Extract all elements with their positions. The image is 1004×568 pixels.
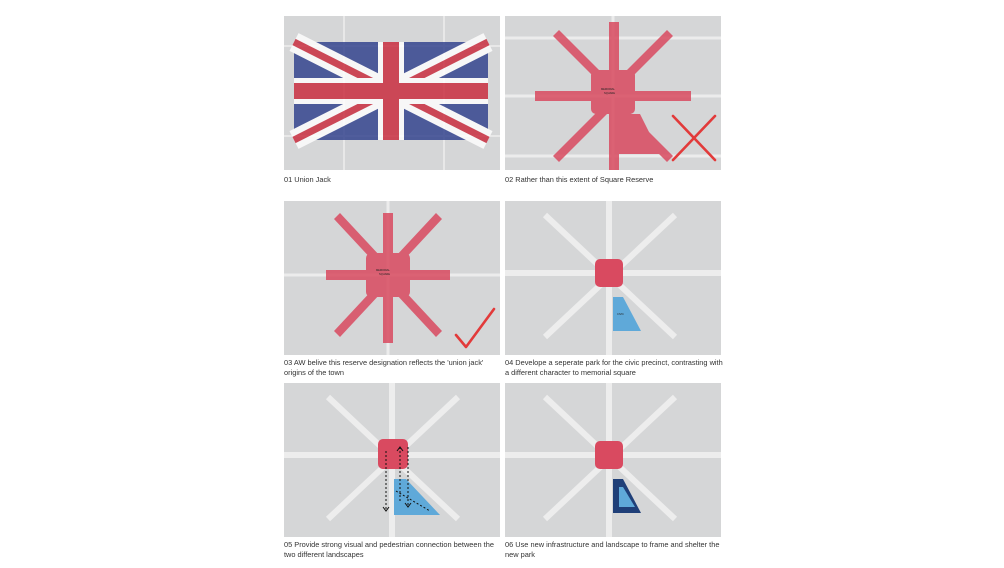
memorial-square-block bbox=[595, 259, 623, 287]
svg-text:SQUARE: SQUARE bbox=[379, 272, 390, 276]
panel-frame-shelter bbox=[505, 383, 721, 537]
union-jack-reserve-shape bbox=[326, 213, 450, 343]
union-jack-diagram bbox=[284, 16, 500, 170]
civic-park-block bbox=[613, 297, 641, 331]
frame-shelter-diagram bbox=[505, 383, 721, 537]
svg-text:SQUARE: SQUARE bbox=[604, 91, 615, 95]
separate-park-diagram: CIVIC bbox=[505, 201, 721, 355]
tick-mark bbox=[454, 307, 496, 349]
memorial-square-block bbox=[378, 439, 408, 469]
caption-06: 06 Use new infrastructure and landscape … bbox=[505, 540, 720, 559]
square-reserve-diagram: MEMORIAL SQUARE bbox=[505, 16, 721, 170]
reserve-shape bbox=[535, 22, 691, 170]
panel-connection bbox=[284, 383, 500, 537]
panel-separate-park: CIVIC bbox=[505, 201, 721, 355]
caption-03: 03 AW belive this reserve designation re… bbox=[284, 358, 484, 377]
panel-union-jack bbox=[284, 16, 500, 170]
caption-01: 01 Union Jack bbox=[284, 175, 331, 184]
cross-mark bbox=[671, 114, 717, 162]
caption-04: 04 Develope a seperate park for the civi… bbox=[505, 358, 723, 377]
civic-park-block bbox=[394, 479, 440, 515]
svg-text:CIVIC: CIVIC bbox=[617, 312, 624, 316]
union-jack-reserve-diagram: MEMORIAL SQUARE bbox=[284, 201, 500, 355]
caption-02: 02 Rather than this extent of Square Res… bbox=[505, 175, 654, 184]
panel-union-jack-reserve: MEMORIAL SQUARE bbox=[284, 201, 500, 355]
svg-text:MEMORIAL: MEMORIAL bbox=[376, 268, 390, 272]
connection-diagram bbox=[284, 383, 500, 537]
memorial-square-block bbox=[595, 441, 623, 469]
union-jack-flag bbox=[289, 33, 493, 149]
svg-text:MEMORIAL: MEMORIAL bbox=[601, 87, 615, 91]
panel-square-reserve: MEMORIAL SQUARE bbox=[505, 16, 721, 170]
connection-arrows bbox=[385, 447, 431, 512]
caption-05: 05 Provide strong visual and pedestrian … bbox=[284, 540, 494, 559]
